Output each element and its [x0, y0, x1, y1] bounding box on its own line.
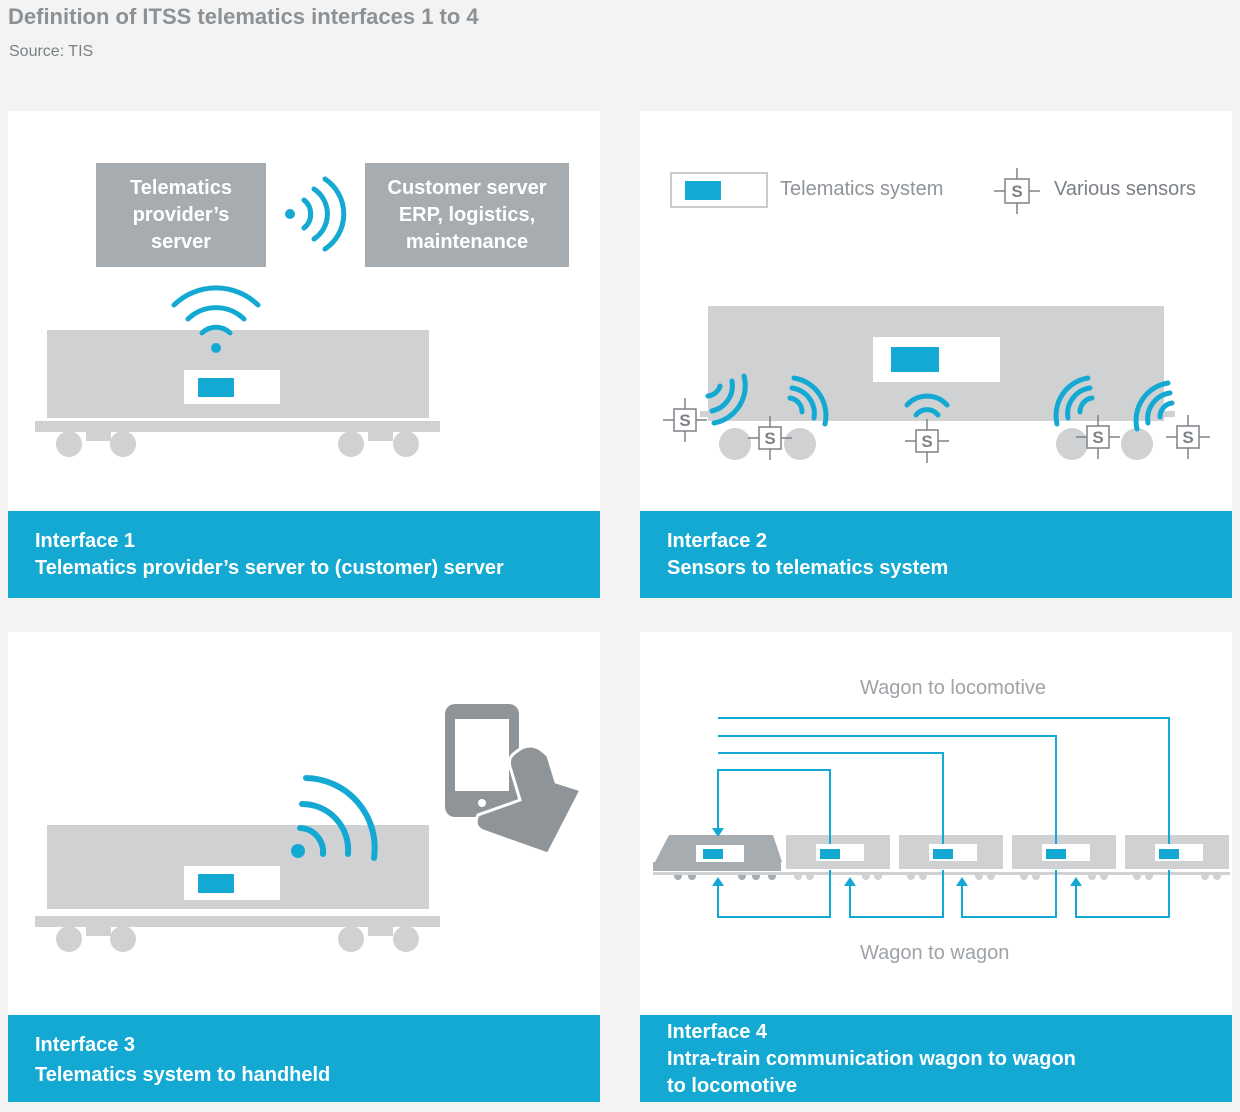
caption-description: Telematics system to handheld — [35, 1064, 331, 1086]
caption-description: Sensors to telematics system — [667, 557, 949, 579]
interface-3-diagram — [35, 704, 584, 952]
sensor-icon: S — [1166, 415, 1210, 459]
telematics-unit — [933, 849, 953, 859]
panel-interface-4: Wagon to locomotive Wagon to wagon Inter… — [640, 632, 1232, 1102]
wagon-to-locomotive-label: Wagon to locomotive — [860, 677, 1047, 699]
wagon-wifi-icon — [291, 775, 378, 861]
svg-text:S: S — [1011, 182, 1022, 201]
telematics-unit — [198, 378, 234, 397]
train-wagon — [899, 835, 1003, 880]
server-link-wifi-icon — [285, 176, 347, 252]
rail-line — [653, 872, 1230, 875]
panel-interface-1: Telematics provider’s server Customer se… — [8, 111, 600, 598]
caption-description: Telematics provider’s server to (custome… — [35, 557, 504, 579]
freight-wagon — [35, 330, 440, 457]
wagon-wifi-icon — [171, 285, 261, 353]
caption-interface-1: Interface 1 Telematics provider’s server… — [8, 511, 600, 598]
train-wagon — [1125, 835, 1229, 880]
sensor-label: S — [679, 411, 690, 430]
caption-title: Interface 3 — [35, 1034, 136, 1056]
sensor-icon: S — [748, 416, 792, 460]
sensor-label: S — [1182, 428, 1193, 447]
caption-title: Interface 1 — [35, 530, 136, 552]
sensor-icon: S — [1076, 415, 1120, 459]
caption-interface-2: Interface 2 Sensors to telematics system — [640, 511, 1232, 598]
interface-2-diagram: S S S S S S — [663, 168, 1210, 463]
customer-server-box — [365, 163, 569, 267]
wagon-to-locomotive-lines — [712, 717, 1170, 844]
telematics-unit — [891, 347, 939, 372]
wagon-to-wagon-lines — [712, 870, 1170, 918]
freight-wagon — [35, 825, 440, 952]
panel-interface-2: S S S S S S Telematics system Various sensor… — [640, 111, 1232, 598]
caption-title: Interface 4 — [667, 1021, 768, 1043]
legend-sensors-label: Various sensors — [1054, 178, 1196, 200]
caption-description: Intra-train communication wagon to wagon — [667, 1048, 1076, 1070]
sensor-label: S — [1092, 428, 1103, 447]
telematics-unit — [820, 849, 840, 859]
caption-title: Interface 2 — [667, 530, 768, 552]
telematics-unit — [198, 874, 234, 893]
sensor-icon: S — [663, 398, 707, 442]
caption-interface-4: Interface 4 Intra-train communication wa… — [640, 1015, 1232, 1102]
legend-telematics-label: Telematics system — [780, 178, 944, 200]
page-title: Definition of ITSS telematics interfaces… — [8, 4, 479, 29]
caption-interface-3: Interface 3 Telematics system to handhel… — [8, 1015, 600, 1102]
telematics-unit — [1046, 849, 1066, 859]
legend-sensor-icon: S — [994, 168, 1040, 214]
sensor-icon: S — [905, 419, 949, 463]
wagon-to-wagon-label: Wagon to wagon — [860, 942, 1010, 964]
customer-server-label: Customer server ERP, logistics, maintena… — [387, 177, 547, 253]
sensor-label: S — [764, 429, 775, 448]
telematics-unit — [703, 849, 723, 859]
train-wagon — [1012, 835, 1116, 880]
sensor-waves — [705, 373, 1175, 432]
handheld-phone-icon — [445, 704, 584, 856]
source-note: Source: TIS — [9, 43, 94, 60]
sensor-label: S — [921, 432, 932, 451]
caption-description-cont: to locomotive — [667, 1075, 798, 1097]
provider-server-label: Telematics provider’s server — [130, 177, 232, 253]
interface-1-diagram — [35, 163, 569, 457]
panel-interface-3: Interface 3 Telematics system to handhel… — [8, 632, 600, 1102]
interface-4-diagram — [653, 717, 1230, 918]
legend-telematics-swatch — [670, 172, 768, 208]
telematics-unit — [1159, 849, 1179, 859]
provider-server-box — [96, 163, 266, 267]
